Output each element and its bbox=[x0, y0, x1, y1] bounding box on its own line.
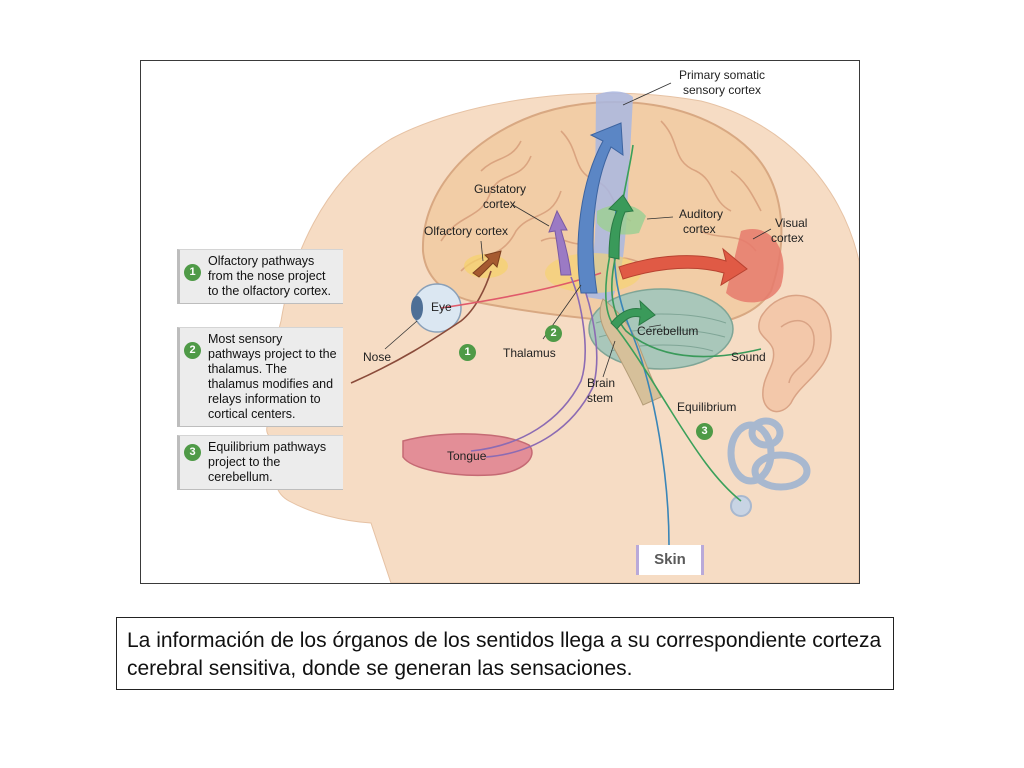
step-box-3: 3 Equilibrium pathways project to the ce… bbox=[177, 435, 343, 490]
auditory-pathway bbox=[611, 250, 762, 358]
label-primary-somatic-1: Primary somatic bbox=[679, 68, 765, 82]
step-number-3: 3 bbox=[184, 444, 201, 461]
step-box-2: 2 Most sensory pathways project to the t… bbox=[177, 327, 343, 427]
label-visual-2: cortex bbox=[771, 231, 804, 245]
label-equilibrium: Equilibrium bbox=[677, 400, 736, 414]
step-text-1: Olfactory pathways from the nose project… bbox=[208, 254, 331, 298]
label-cerebellum: Cerebellum bbox=[637, 324, 698, 338]
equilibrium-arrow bbox=[610, 299, 656, 330]
label-gustatory-2: cortex bbox=[483, 197, 516, 211]
ear-shape bbox=[758, 294, 832, 413]
label-olfactory-cortex: Olfactory cortex bbox=[424, 224, 508, 238]
step-text-3: Equilibrium pathways project to the cere… bbox=[208, 440, 327, 484]
label-brain-stem-1: Brain bbox=[587, 376, 615, 390]
badge-3: 3 bbox=[696, 423, 713, 440]
eye-iris bbox=[411, 296, 423, 320]
caption-box: La información de los órganos de los sen… bbox=[116, 617, 894, 690]
auditory-arrow bbox=[608, 194, 634, 260]
olfactory-arrow bbox=[472, 250, 502, 278]
visual-arrow bbox=[618, 247, 748, 287]
badge-2: 2 bbox=[545, 325, 562, 342]
label-sound: Sound bbox=[731, 350, 766, 364]
step-number-1: 1 bbox=[184, 264, 201, 281]
step-box-1: 1 Olfactory pathways from the nose proje… bbox=[177, 249, 343, 304]
gustatory-pathway-b bbox=[485, 278, 598, 458]
inner-ear bbox=[727, 417, 811, 491]
visual-cortex-region bbox=[726, 229, 784, 303]
tongue-shape bbox=[402, 433, 533, 477]
label-nose: Nose bbox=[363, 350, 391, 364]
figure-frame: Primary somatic sensory cortex Gustatory… bbox=[140, 60, 860, 584]
badge-1: 1 bbox=[459, 344, 476, 361]
ear-inner bbox=[780, 319, 815, 384]
step-text-2: Most sensory pathways project to the tha… bbox=[208, 332, 337, 421]
label-primary-somatic-2: sensory cortex bbox=[683, 83, 761, 97]
label-brain-stem-2: stem bbox=[587, 391, 613, 405]
gustatory-pathway-a bbox=[470, 276, 586, 452]
caption-text: La información de los órganos de los sen… bbox=[127, 629, 882, 680]
step-number-2: 2 bbox=[184, 342, 201, 359]
label-tongue: Tongue bbox=[447, 449, 487, 463]
sensory-pathways-illustration: Primary somatic sensory cortex Gustatory… bbox=[242, 68, 859, 583]
olfactory-pathway bbox=[350, 270, 492, 384]
label-gustatory-1: Gustatory bbox=[474, 182, 526, 196]
gustatory-arrow bbox=[548, 209, 572, 276]
label-thalamus: Thalamus bbox=[503, 346, 556, 360]
inner-ear-vestibule bbox=[730, 495, 752, 517]
skin-label: Skin bbox=[636, 545, 704, 575]
label-auditory-1: Auditory bbox=[679, 207, 723, 221]
label-auditory-2: cortex bbox=[683, 222, 716, 236]
label-eye: Eye bbox=[431, 300, 452, 314]
label-visual-1: Visual bbox=[775, 216, 807, 230]
somatic-arrow bbox=[577, 122, 624, 294]
